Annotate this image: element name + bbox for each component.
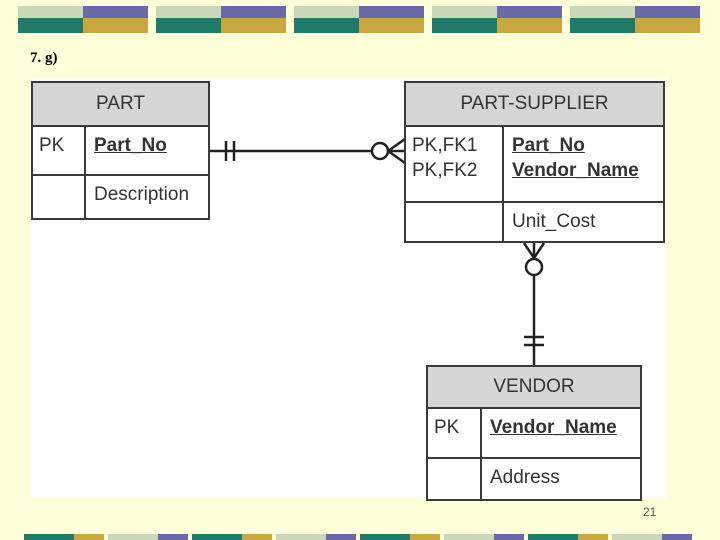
entity-part-key-label: PK (33, 127, 86, 174)
relationship-lines (210, 137, 546, 365)
entity-part-supplier: PART-SUPPLIER PK,FK1 PK,FK2 Part_No Vend… (404, 81, 665, 243)
bottom-bar-3 (108, 534, 158, 540)
bottom-bar-9 (360, 534, 410, 540)
entity-part-supplier-attr: Unit_Cost (512, 211, 596, 232)
entity-vendor-attr: Address (490, 467, 560, 488)
entity-vendor: VENDOR PK Vendor_Name Address (426, 365, 642, 501)
entity-part-key-attr: Part_No (94, 135, 167, 156)
vendor-zero-marker (524, 257, 544, 277)
entity-vendor-key-attr: Vendor_Name (490, 417, 617, 438)
bottom-bar-6 (242, 534, 272, 540)
bottom-bar-16 (662, 534, 692, 540)
part-supplier-crow-1 (387, 137, 406, 153)
bottom-bar-15 (612, 534, 662, 540)
entity-part-key-row: PK Part_No (33, 127, 208, 174)
part-supplier-crow-2 (387, 149, 406, 165)
entity-vendor-attr-row: Address (428, 457, 640, 499)
entity-part-title: PART (33, 83, 208, 127)
bottom-bar-13 (528, 534, 578, 540)
entity-part-supplier-attr-key-cell (406, 203, 504, 241)
part-supplier-zero-marker (370, 141, 390, 161)
top-bar-2 (156, 6, 286, 33)
entity-vendor-key-label: PK (428, 409, 482, 457)
bottom-bar-7 (276, 534, 326, 540)
vendor-crow-1 (522, 242, 536, 259)
bottom-bar-11 (444, 534, 494, 540)
slide-label: 7. g) (30, 50, 58, 66)
top-bar-1 (18, 6, 148, 33)
entity-part-supplier-attr-row: Unit_Cost (406, 201, 663, 241)
bottom-bar-12 (494, 534, 524, 540)
entity-vendor-attr-key-cell (428, 459, 482, 499)
bottom-bar-5 (192, 534, 242, 540)
entity-part-attr: Description (94, 184, 190, 205)
entity-part-supplier-key-attr: Part_No Vendor_Name (512, 135, 639, 181)
bottom-bar-4 (158, 534, 188, 540)
entity-part-supplier-key-label: PK,FK1 PK,FK2 (406, 127, 504, 201)
bottom-bar-14 (578, 534, 608, 540)
top-bar-3 (294, 6, 424, 33)
entity-part-attr-row: Description (33, 174, 208, 218)
entity-part-supplier-key-row: PK,FK1 PK,FK2 Part_No Vendor_Name (406, 127, 663, 201)
vendor-crow-2 (532, 242, 546, 259)
entity-part: PART PK Part_No Description (31, 81, 210, 220)
entity-vendor-title: VENDOR (428, 367, 640, 409)
bottom-bar-2 (74, 534, 104, 540)
erd-canvas: PART PK Part_No Description PART-SUPPLIE… (31, 78, 666, 501)
bottom-bar-10 (410, 534, 440, 540)
entity-part-supplier-title: PART-SUPPLIER (406, 83, 663, 127)
top-bar-4 (432, 6, 562, 33)
entity-part-attr-key-cell (33, 176, 86, 218)
bottom-bar-8 (326, 534, 356, 540)
bottom-bar-1 (24, 534, 74, 540)
entity-vendor-key-row: PK Vendor_Name (428, 409, 640, 457)
page-number: 21 (643, 505, 657, 519)
top-bar-5 (570, 6, 700, 33)
